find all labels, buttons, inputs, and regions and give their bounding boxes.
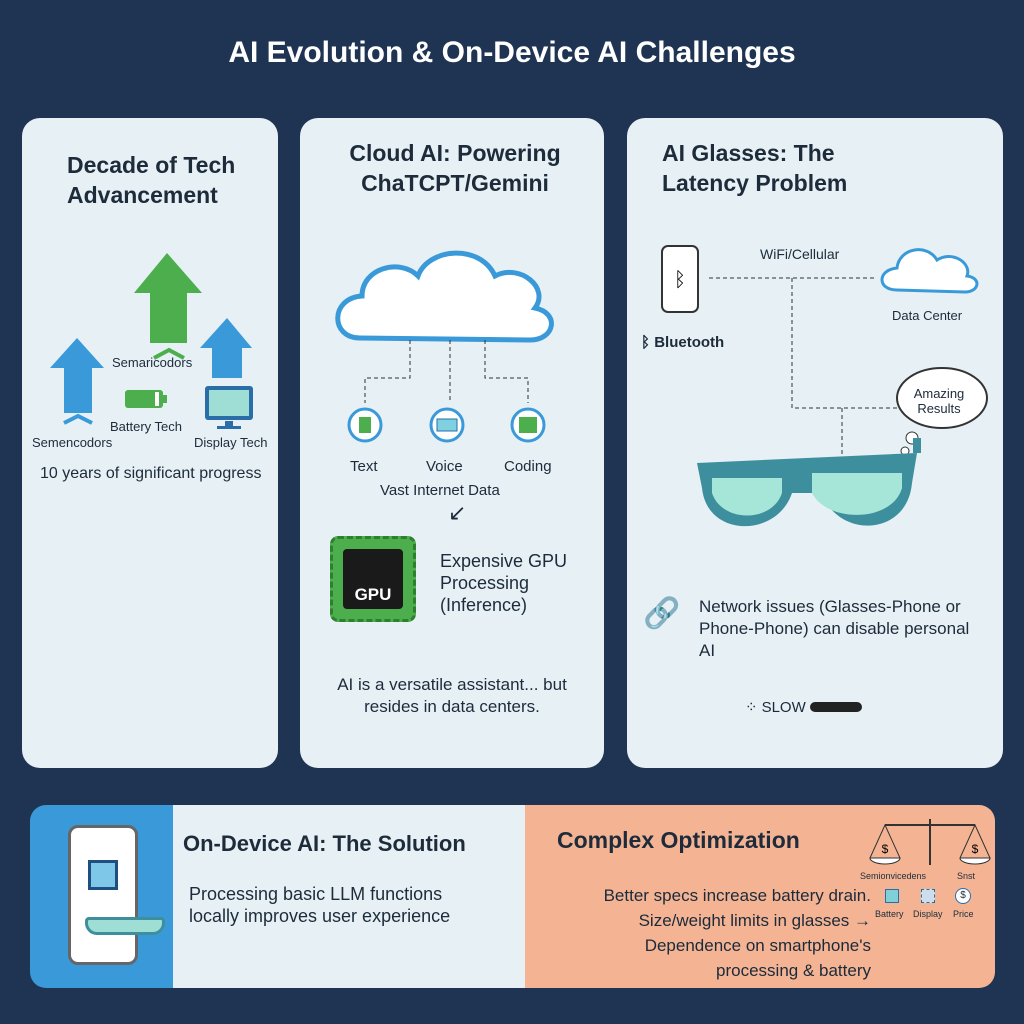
gpu-chip-icon: GPU	[330, 536, 416, 622]
slow-label: SLOW	[761, 698, 806, 716]
battery-icon	[885, 889, 899, 903]
loading-icon: ⁘	[745, 699, 758, 716]
mode-text: Text	[350, 458, 378, 475]
chip-label: GPU	[343, 549, 403, 609]
broken-link-icon: 🔗	[643, 597, 681, 630]
icon-label-battery: Battery	[875, 909, 904, 919]
mode-voice: Voice	[426, 458, 463, 475]
cloud-icon	[880, 248, 979, 294]
svg-text:ᛒ: ᛒ	[674, 269, 686, 291]
wifi-label: WiFi/Cellular	[760, 246, 840, 262]
bluetooth-label: ᛒ Bluetooth	[641, 334, 724, 351]
optimization-heading: Complex Optimization	[557, 827, 800, 853]
chip-icon	[88, 860, 118, 890]
panel-heading: AI Glasses: The Latency Problem	[662, 140, 848, 196]
bottom-banner: On-Device AI: The Solution Processing ba…	[30, 805, 995, 988]
icon-label-price: Price	[953, 909, 974, 919]
display-icon	[921, 889, 935, 903]
panel-latency: AI Glasses: The Latency Problem ᛒ WiFi/C…	[627, 118, 1003, 768]
cloud-icon	[335, 250, 554, 343]
caption: 10 years of significant progress	[40, 465, 262, 482]
voice-icon	[429, 407, 465, 443]
scale-label-left: Semionvicedens	[860, 871, 927, 881]
display-icon	[205, 386, 253, 429]
bluetooth-icon: ᛒ	[641, 334, 651, 351]
text-icon	[347, 407, 383, 443]
glasses-icon	[85, 917, 165, 935]
blue-arrow-icon	[50, 338, 104, 425]
bluetooth-text: Bluetooth	[654, 334, 725, 351]
label-semiconductors-top: Semaricodors	[112, 355, 193, 370]
solution-section: On-Device AI: The Solution Processing ba…	[173, 805, 525, 988]
optimization-text: Better specs increase battery drain. Siz…	[541, 883, 871, 983]
coding-icon	[510, 407, 546, 443]
phone-icon: ᛒ	[661, 245, 699, 313]
caption: AI is a versatile assistant... but resid…	[337, 675, 567, 716]
latency-diagram: ᛒ	[661, 245, 988, 527]
scale-label-right: Snst	[957, 871, 976, 881]
solution-heading: On-Device AI: The Solution	[183, 831, 466, 856]
glasses-icon	[697, 438, 921, 527]
cloud-diagram	[335, 250, 554, 443]
label-display: Display Tech	[194, 435, 268, 450]
icon-label-display: Display	[913, 909, 943, 919]
slow-bar	[809, 702, 862, 712]
phone-icon	[68, 825, 138, 965]
label-semiconductors: Semencodors	[32, 435, 113, 450]
data-label: Vast Internet Data	[380, 482, 500, 499]
gpu-text: Expensive GPU Processing (Inference)	[440, 551, 568, 615]
slow-indicator: ⁘SLOW	[745, 698, 862, 716]
arrow-icons	[50, 253, 253, 429]
panel-tech-advancement: Decade of Tech Advancement Semaricodors …	[22, 118, 278, 768]
line: Better specs increase battery drain.	[603, 886, 871, 905]
battery-icon	[125, 390, 167, 408]
price-icon: $	[955, 888, 971, 904]
line: Size/weight limits in glasses →	[638, 911, 871, 930]
line: processing & battery	[716, 961, 871, 980]
svg-text:$: $	[882, 842, 889, 856]
panel-heading: Cloud AI: Powering ChaTCPT/Gemini	[349, 140, 561, 196]
device-illustration	[30, 805, 173, 988]
issue-text: Network issues (Glasses-Phone or Phone-P…	[699, 597, 970, 660]
panel-heading: Decade of Tech Advancement	[67, 152, 236, 208]
datacenter-label: Data Center	[892, 308, 963, 323]
blue-arrow-icon	[200, 318, 252, 378]
arrow-icon: ↙	[448, 500, 467, 525]
bubble-text: Amazing Results	[913, 386, 965, 416]
panel-cloud-ai: Cloud AI: Powering ChaTCPT/Gemini Text V…	[300, 118, 604, 768]
label-battery: Battery Tech	[110, 419, 183, 434]
scale-icon: $$	[869, 819, 991, 865]
page-title: AI Evolution & On-Device AI Challenges	[228, 36, 796, 69]
optimization-section: Complex Optimization Better specs increa…	[525, 805, 995, 988]
solution-text: Processing basic LLM functions locally i…	[189, 884, 451, 926]
mode-coding: Coding	[504, 458, 552, 475]
line: Dependence on smartphone's	[644, 936, 871, 955]
green-arrow-icon	[134, 253, 202, 360]
svg-text:$: $	[972, 842, 979, 856]
